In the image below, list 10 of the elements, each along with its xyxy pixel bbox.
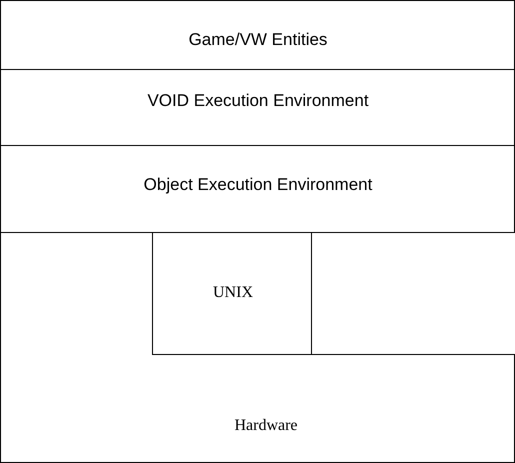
- layer-label: VOID Execution Environment: [147, 91, 369, 111]
- layer-label: Object Execution Environment: [144, 175, 372, 195]
- layer-box: [0, 0, 515, 70]
- layer-box: [0, 69, 515, 146]
- layer-box: [0, 145, 515, 233]
- layer-label: Game/VW Entities: [188, 30, 328, 50]
- layer-label: UNIX: [213, 284, 253, 302]
- layer-label: Hardware: [234, 417, 298, 435]
- layer-box: [0, 232, 515, 463]
- layer-box: [152, 232, 312, 355]
